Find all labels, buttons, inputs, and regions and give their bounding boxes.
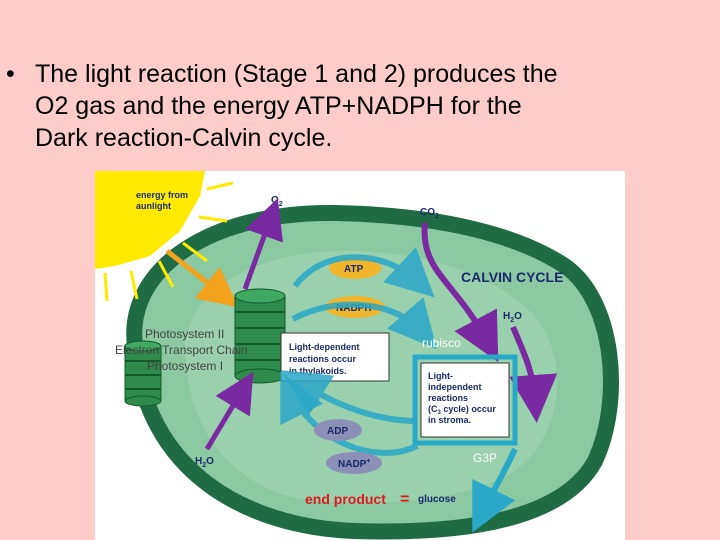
sunlight-arrow [165,249,239,308]
sun-icon [95,171,234,302]
h2o-left-arrow [204,371,254,451]
sunlight-label-line-1: energy from [136,190,188,200]
light-independent-line-2: independent [428,382,482,392]
end-product-label: end product [305,491,386,507]
nadp-plus-label: NADP+ [338,458,370,470]
photosystem-2-label: Photosystem II [145,327,224,341]
thylakoid-stack-large [234,288,286,384]
bullet-text: • The light reaction (Stage 1 and 2) pro… [0,58,720,154]
adp-label: ADP [327,426,348,437]
electron-transport-label: Electron Transport Chain [115,343,248,357]
light-independent-line-4: (C3 cycle) occur [428,404,496,416]
co2-label: CO2 [420,207,439,220]
o2-arrow [242,198,284,290]
photosystem-1-label: Photosystem I [147,359,223,373]
light-independent-line-1: Light- [428,371,453,381]
adp-pill [314,419,362,441]
light-independent-box [420,362,510,438]
atp-pill [329,257,381,279]
h2o-right-arrow [509,325,558,423]
diagram-svg: energy from aunlight O2 CO2 CALVIN CYCLE… [95,171,619,540]
equals-sign: = [400,491,409,508]
atp-arrow [292,247,435,298]
atp-label: ATP [344,264,364,275]
bullet-text-line-3: Dark reaction-Calvin cycle. [35,124,333,152]
g3p-arrow [472,447,518,533]
calvin-cycle-frame [412,354,518,446]
bullet-line-3: Dark reaction-Calvin cycle. [0,122,720,154]
bullet-line-1: • The light reaction (Stage 1 and 2) pro… [0,58,720,90]
light-independent-line-5: in stroma. [428,415,471,425]
light-dependent-line-3: in thylakoids. [289,366,347,376]
co2-arrow [421,222,499,363]
bullet-line-2: O2 gas and the energy ATP+NADPH for the [0,90,720,122]
thylakoid-stack-small [124,340,162,407]
glucose-label: glucose [418,494,456,505]
h2o-right-label: H2O [503,311,522,324]
bullet-text-line-1: The light reaction (Stage 1 and 2) produ… [35,60,558,88]
light-dependent-line-1: Light-dependent [289,342,360,352]
light-independent-line-3: reactions [428,393,468,403]
calvin-cycle-label: CALVIN CYCLE [461,269,563,285]
o2-label: O2 [271,195,283,208]
h2o-left-label: H2O [195,456,214,469]
bullet-marker: • [6,60,15,88]
nadph-arrow [291,297,437,350]
rubisco-label: rubisco [422,336,461,350]
nadp-plus-pill [326,452,382,474]
photosynthesis-diagram: energy from aunlight O2 CO2 CALVIN CYCLE… [95,171,625,540]
light-dependent-line-2: reactions occur [289,354,357,364]
bullet-text-line-2: O2 gas and the energy ATP+NADPH for the [35,92,522,120]
g3p-label: G3P [473,451,497,465]
nadph-label: NADPH [336,303,372,314]
nadp-return-arrow [280,371,419,456]
sunlight-label-line-2: aunlight [136,201,171,211]
